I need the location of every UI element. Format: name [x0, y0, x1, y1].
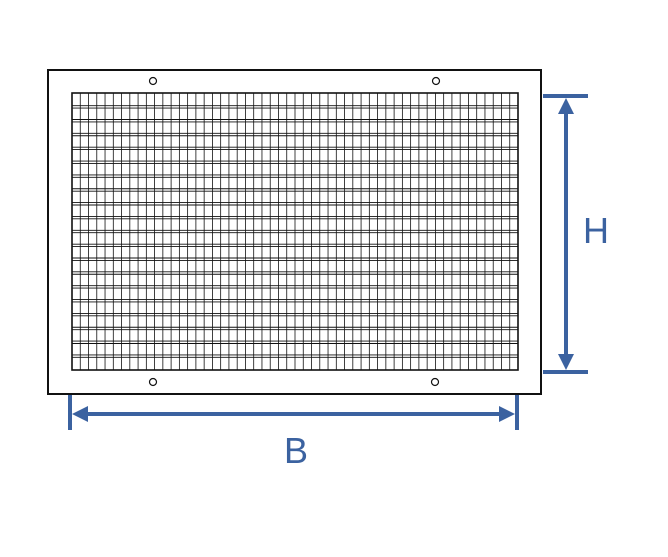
height-arrow-top — [558, 98, 574, 114]
width-dimension — [68, 395, 519, 430]
height-arrow-bottom — [558, 354, 574, 370]
grille-mesh — [71, 92, 519, 371]
height-dimension — [543, 94, 588, 374]
height-label: H — [583, 210, 609, 251]
screw-hole-bottom-right — [430, 377, 440, 387]
screw-hole-bottom-left — [148, 377, 158, 387]
screw-hole-top-left — [148, 76, 158, 86]
outer-frame — [47, 69, 542, 395]
width-label: B — [284, 430, 308, 471]
screw-hole-top-right — [431, 76, 441, 86]
width-arrow-right — [499, 406, 515, 422]
width-arrow-left — [72, 406, 88, 422]
